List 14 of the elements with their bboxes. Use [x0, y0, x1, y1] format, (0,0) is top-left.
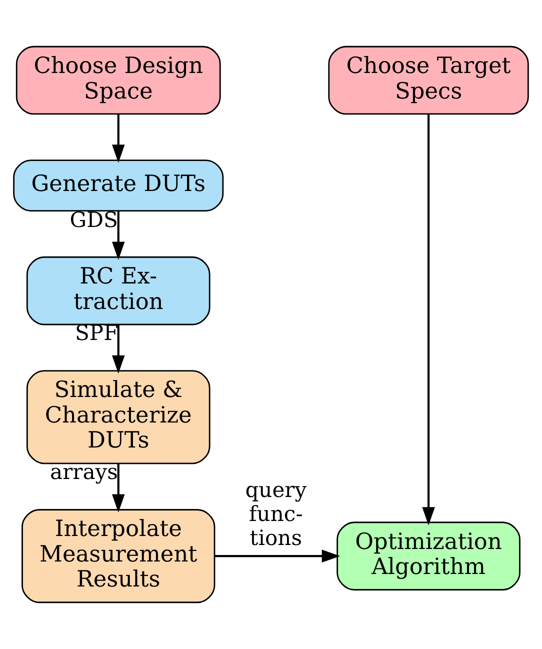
arrow — [112, 114, 125, 163]
edge-label: query func- tions — [245, 477, 307, 550]
arrow — [214, 550, 340, 562]
arrow — [112, 211, 125, 260]
node-box: Choose Design Space — [16, 46, 221, 115]
arrow — [112, 463, 125, 512]
node-box: Interpolate Measurement Results — [22, 509, 216, 604]
node-box: Generate DUTs — [13, 160, 224, 212]
arrow — [422, 114, 435, 526]
node-box: Optimization Algorithm — [336, 522, 520, 590]
node-box: Simulate & Characterize DUTs — [26, 370, 210, 464]
arrow — [112, 324, 125, 374]
node-box: Choose Target Specs — [328, 46, 529, 115]
node-box: RC Ex- traction — [26, 256, 210, 326]
